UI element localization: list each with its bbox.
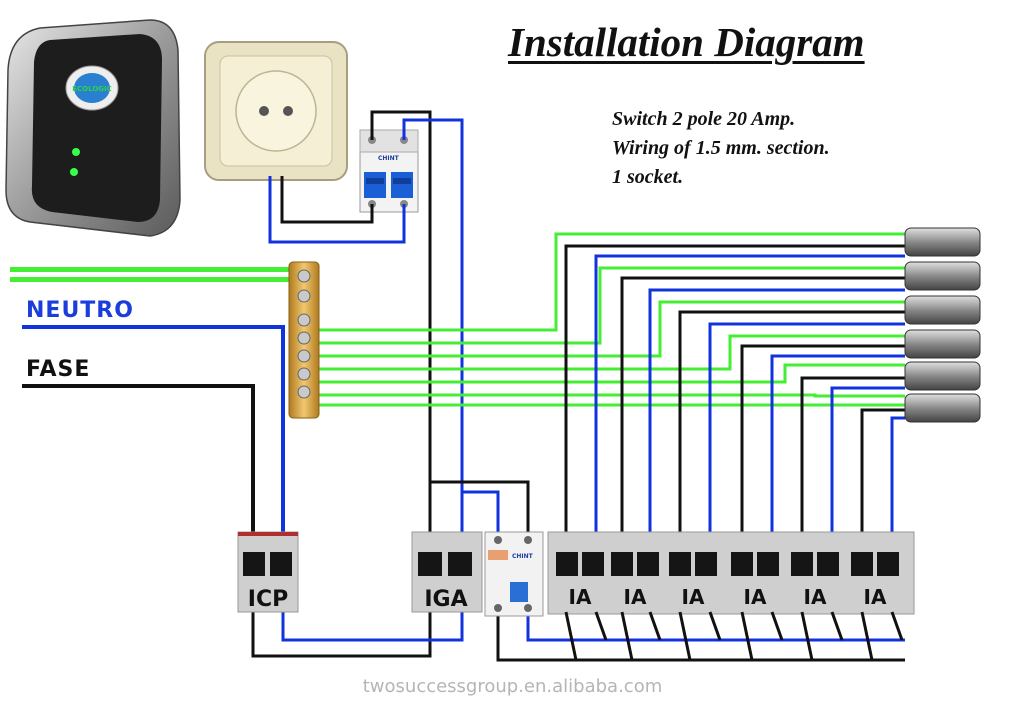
wire-neutral-to-switch (402, 118, 464, 532)
breaker-iga: IGA (411, 531, 483, 613)
ia-label: IA (744, 585, 767, 609)
output-cables (904, 227, 981, 423)
ia-label: IA (682, 585, 705, 609)
breaker-ia-1: IA (556, 552, 604, 609)
spec-line-2: Wiring of 1.5 mm. section. (612, 137, 830, 159)
energy-saver-device: ECOLOGIC (5, 19, 181, 237)
ia-label: IA (864, 585, 887, 609)
wire-earth-main (10, 267, 290, 282)
wire-neutral-switch-socket (268, 176, 406, 244)
spec-line-3: 1 socket. (612, 166, 684, 188)
two-pole-switch: CHINT (359, 129, 419, 213)
indicator-led-bottom (70, 168, 78, 176)
watermark: twosuccessgroup.en.alibaba.com (362, 676, 663, 697)
wire-phase-to-switch (370, 110, 432, 532)
ia-label: IA (804, 585, 827, 609)
wire-phase-main (22, 384, 255, 532)
earth-busbar (288, 261, 320, 419)
phase-label: FASE (26, 357, 91, 382)
rcd-brand-text: CHINT (512, 553, 534, 560)
icp-label: ICP (248, 587, 288, 612)
iga-label: IGA (424, 587, 467, 612)
ia-breakers: IA IA IA IA IA IA (556, 552, 899, 609)
breaker-icp: ICP (237, 531, 299, 613)
breaker-ia-6: IA (851, 552, 899, 609)
spec-line-1: Switch 2 pole 20 Amp. (612, 108, 796, 130)
indicator-led-top (72, 148, 80, 156)
wire-neutral-main (22, 325, 285, 532)
switch-brand-text: CHINT (378, 155, 400, 162)
ia-label: IA (569, 585, 592, 609)
device-brand-text: ECOLOGIC (72, 85, 112, 93)
neutral-label: NEUTRO (26, 298, 134, 323)
circuit-wires (318, 232, 905, 532)
wire-phase-switch-socket (280, 176, 374, 224)
rcd-device: CHINT (484, 531, 544, 617)
breaker-ia-3: IA (669, 552, 717, 609)
breaker-ia-4: IA (731, 552, 779, 609)
ia-label: IA (624, 585, 647, 609)
diagram-title: Installation Diagram (508, 19, 865, 65)
breaker-ia-5: IA (791, 552, 839, 609)
breaker-ia-2: IA (611, 552, 659, 609)
wall-socket (204, 41, 348, 181)
